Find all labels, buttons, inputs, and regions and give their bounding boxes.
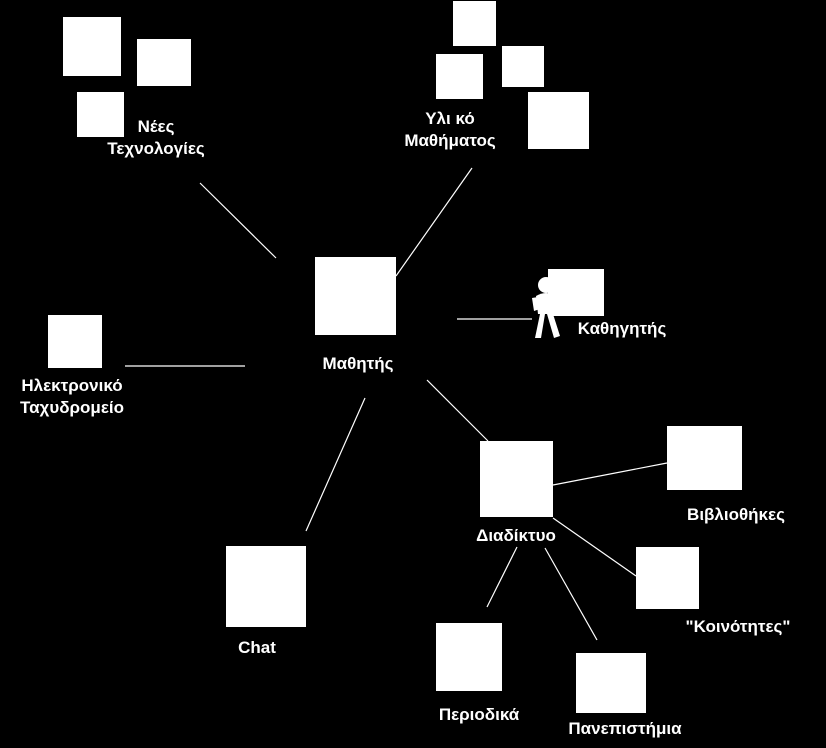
journals-image <box>436 623 502 691</box>
edge-student-chat <box>305 397 366 532</box>
email-label-line1: Ηλεκτρονικό <box>21 376 123 395</box>
communities-label: "Κοινότητες" <box>685 617 791 636</box>
course-material-image-4 <box>528 92 589 149</box>
email-image <box>48 315 102 368</box>
teacher-label: Καθηγητής <box>577 319 667 338</box>
new-tech-image-1 <box>63 17 121 76</box>
course-material-label-line1: Υλι κό <box>425 109 475 128</box>
edge-student-course-material <box>395 167 473 277</box>
course-material-image-2 <box>436 54 483 99</box>
edge-internet-communities <box>552 517 637 577</box>
edge-internet-universities <box>544 547 598 641</box>
new-tech-image-2 <box>137 39 191 86</box>
universities-label: Πανεπιστήμια <box>568 719 682 738</box>
edge-internet-libraries <box>552 462 668 486</box>
edge-student-new-tech <box>199 182 277 259</box>
course-material-label-line2: Μαθήματος <box>404 131 496 150</box>
chat-image <box>226 546 306 627</box>
new-tech-label-line1: Νέες <box>137 117 175 136</box>
internet-label: Διαδίκτυο <box>476 526 556 545</box>
universities-image <box>576 653 646 713</box>
student-image <box>315 257 396 335</box>
teacher-image <box>548 269 604 316</box>
libraries-image <box>667 426 742 490</box>
edge-internet-journals <box>486 546 518 608</box>
libraries-label: Βιβλιοθήκες <box>687 505 785 524</box>
communities-image <box>636 547 699 609</box>
person-icon <box>532 277 560 338</box>
course-material-label: Υλι κό Μαθήματος <box>380 108 520 152</box>
new-tech-label: Νέες Τεχνολογίες <box>86 116 226 160</box>
edge-student-internet <box>426 379 489 442</box>
new-tech-label-line2: Τεχνολογίες <box>107 139 205 158</box>
student-label: Μαθητής <box>322 354 394 373</box>
chat-label: Chat <box>238 638 276 657</box>
email-label-line2: Ταχυδρομείο <box>19 398 125 417</box>
internet-image <box>480 441 553 517</box>
email-label: Ηλεκτρονικό Ταχυδρομείο <box>2 375 142 419</box>
course-material-image-1 <box>453 1 496 46</box>
journals-label: Περιοδικά <box>438 705 520 724</box>
course-material-image-3 <box>502 46 544 87</box>
new-tech-image-3 <box>77 92 124 137</box>
